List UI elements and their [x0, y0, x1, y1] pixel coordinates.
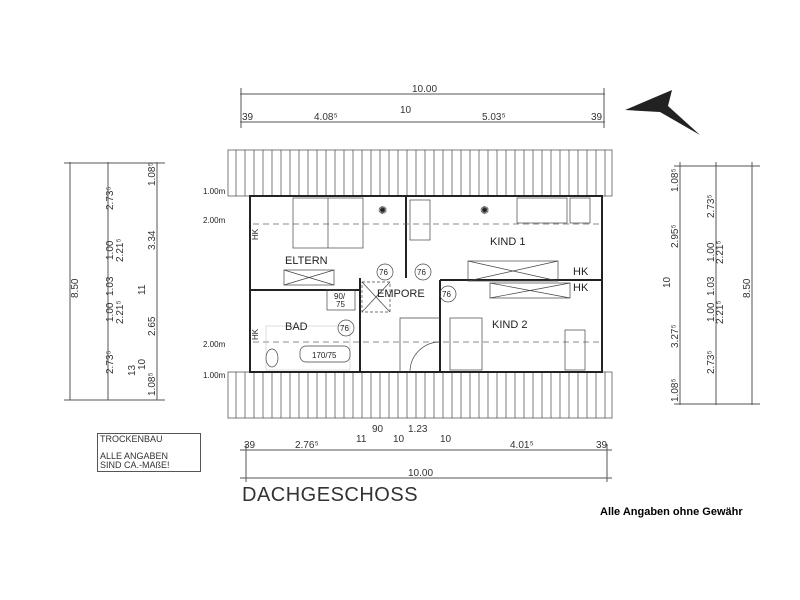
svg-text:2.73⁵: 2.73⁵ — [706, 350, 717, 374]
svg-text:1.00: 1.00 — [706, 302, 717, 322]
room-label-eltern: ELTERN — [285, 255, 328, 267]
height-label: 1.00m — [203, 187, 226, 196]
height-label: 1.00m — [203, 371, 226, 380]
svg-text:2.95⁵: 2.95⁵ — [670, 224, 681, 248]
page-title: DACHGESCHOSS — [242, 484, 419, 506]
svg-text:76: 76 — [340, 324, 349, 333]
svg-text:170/75: 170/75 — [312, 351, 337, 360]
svg-text:1.03: 1.03 — [105, 276, 116, 296]
disclaimer: Alle Angaben ohne Gewähr — [600, 506, 743, 518]
svg-text:39: 39 — [596, 440, 608, 451]
svg-text:2.21⁵: 2.21⁵ — [115, 238, 126, 262]
svg-text:10: 10 — [400, 105, 412, 116]
svg-text:90: 90 — [372, 424, 384, 435]
note-line: SIND CA.-MAßE! — [100, 460, 170, 470]
svg-text:13: 13 — [127, 364, 138, 376]
top-dimensions: 10.00 39 4.08⁵ 10 5.03⁵ 39 — [240, 84, 605, 128]
height-label: 2.00m — [203, 340, 226, 349]
note-box: TROCKENBAU ALLE ANGABEN SIND CA.-MAßE! — [97, 433, 201, 472]
svg-text:4.01⁵: 4.01⁵ — [510, 440, 534, 451]
svg-text:1.08⁵: 1.08⁵ — [670, 378, 681, 402]
svg-text:1.00: 1.00 — [105, 302, 116, 322]
furniture: ✺ ✺ — [265, 197, 591, 373]
svg-text:4.08⁵: 4.08⁵ — [314, 112, 338, 123]
svg-text:2.21⁵: 2.21⁵ — [715, 240, 726, 264]
svg-text:76: 76 — [417, 268, 426, 277]
stair-opening — [361, 281, 391, 313]
svg-text:10.00: 10.00 — [408, 468, 433, 479]
svg-text:11: 11 — [137, 284, 148, 295]
room-label-kind1: KIND 1 — [490, 236, 525, 248]
svg-text:1.03: 1.03 — [706, 276, 717, 296]
svg-text:3.34: 3.34 — [147, 230, 158, 250]
shower-tray — [326, 289, 356, 311]
room-label-empore: EMPORE — [377, 288, 425, 300]
left-dimensions: 8.50 2.73⁵ 1.00 2.21⁵ 1.03 1.00 2.21⁵ 2.… — [64, 162, 165, 401]
svg-text:2.21⁵: 2.21⁵ — [115, 300, 126, 324]
svg-text:8.50: 8.50 — [742, 278, 753, 298]
cupboard — [467, 260, 559, 282]
right-dimensions: 1.08⁵ 2.95⁵ 10 3.27⁵ 1.08⁵ 2.73⁵ 1.00 2.… — [662, 162, 760, 405]
svg-text:76: 76 — [442, 290, 451, 299]
svg-text:2.73⁵: 2.73⁵ — [706, 194, 717, 218]
desk — [564, 329, 586, 371]
svg-text:10: 10 — [662, 276, 673, 288]
note-line: ALLE ANGABEN — [100, 451, 169, 461]
svg-text:90/: 90/ — [334, 292, 346, 301]
height-label: 2.00m — [203, 216, 226, 225]
svg-text:10: 10 — [440, 434, 452, 445]
svg-text:1.08⁵: 1.08⁵ — [670, 168, 681, 192]
svg-text:39: 39 — [242, 112, 254, 123]
svg-text:11: 11 — [356, 434, 367, 445]
svg-text:3.27⁵: 3.27⁵ — [670, 324, 681, 348]
svg-text:2.76⁵: 2.76⁵ — [295, 440, 319, 451]
svg-text:1.00: 1.00 — [706, 242, 717, 262]
bottom-dimensions: 90 1.23 39 2.76⁵ 11 10 10 4.01⁵ 39 10.00 — [240, 424, 612, 482]
note-line: TROCKENBAU — [100, 434, 163, 444]
heater-label: HK — [573, 282, 589, 294]
roof-bottom-band — [227, 371, 613, 419]
svg-text:39: 39 — [244, 440, 256, 451]
bed-kind2 — [449, 317, 483, 371]
svg-text:2.73⁵: 2.73⁵ — [105, 350, 116, 374]
room-label-kind2: KIND 2 — [492, 319, 527, 331]
svg-text:1.00: 1.00 — [105, 240, 116, 260]
bed-kind1 — [516, 197, 568, 224]
svg-text:2.65: 2.65 — [147, 316, 158, 336]
toilet — [265, 348, 279, 368]
svg-text:39: 39 — [591, 112, 603, 123]
plant-icon: ✺ — [378, 205, 387, 217]
heater-label: HK — [251, 328, 260, 340]
door-labels: 76 76 76 76 — [337, 263, 457, 337]
svg-text:10: 10 — [393, 434, 405, 445]
plant-icon: ✺ — [480, 205, 489, 217]
heater-label: HK — [573, 266, 589, 278]
svg-text:1.08⁵: 1.08⁵ — [147, 162, 158, 186]
desk — [409, 199, 431, 241]
room-label-bad: BAD — [285, 321, 308, 333]
svg-text:5.03⁵: 5.03⁵ — [482, 112, 506, 123]
svg-text:2.21⁵: 2.21⁵ — [715, 300, 726, 324]
roof-top-band — [227, 149, 613, 197]
svg-text:76: 76 — [379, 268, 388, 277]
staircase — [399, 317, 440, 372]
heater-label: HK — [251, 228, 260, 240]
svg-text:10: 10 — [137, 358, 148, 370]
svg-text:10.00: 10.00 — [412, 84, 437, 95]
north-arrow-icon — [625, 90, 700, 135]
bathtub — [299, 345, 351, 363]
svg-text:8.50: 8.50 — [70, 278, 81, 298]
svg-text:2.73⁵: 2.73⁵ — [105, 186, 116, 210]
svg-text:75: 75 — [336, 300, 345, 309]
svg-text:1.08⁵: 1.08⁵ — [147, 372, 158, 396]
svg-text:1.23: 1.23 — [408, 424, 428, 435]
